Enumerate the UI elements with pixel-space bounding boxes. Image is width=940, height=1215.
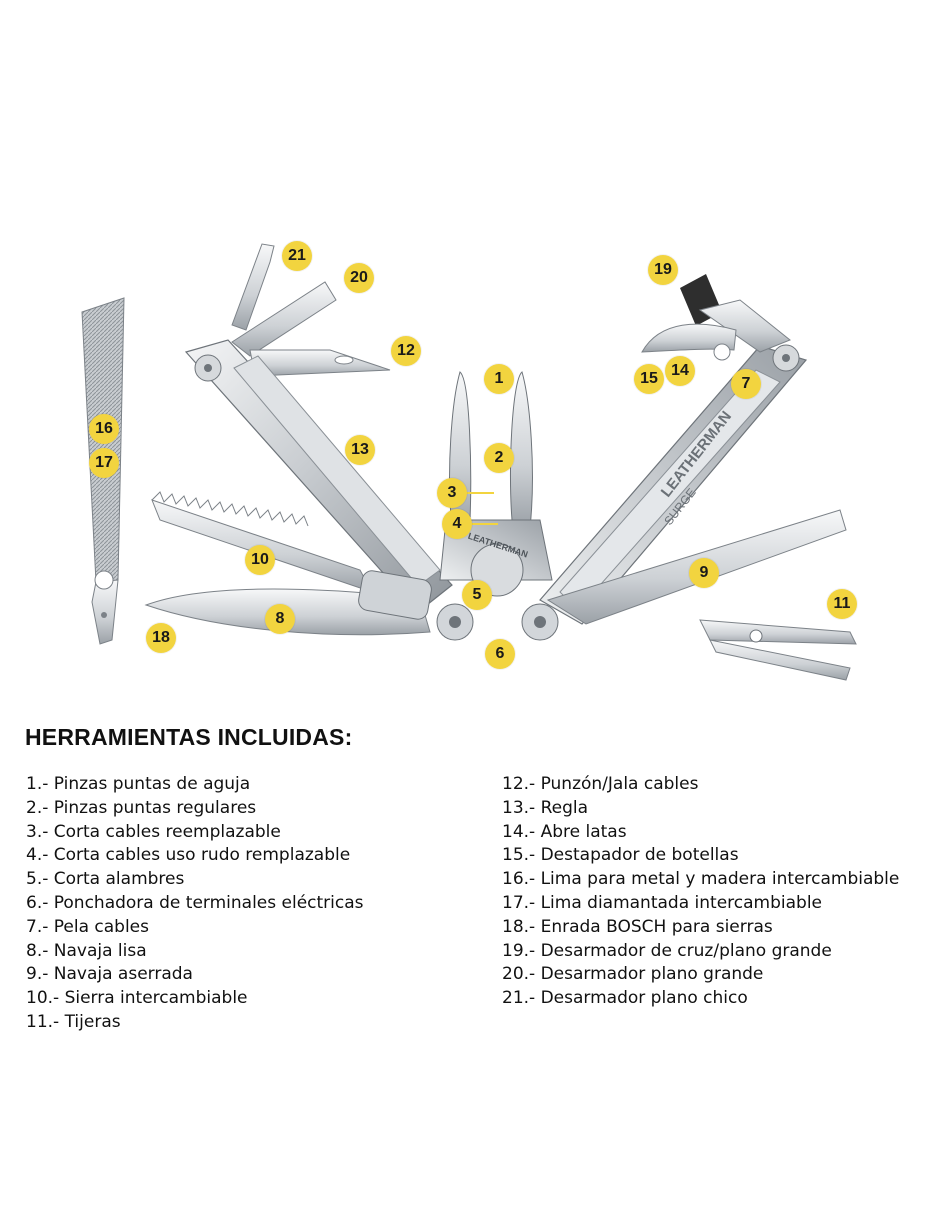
callout-18: 18: [146, 623, 176, 653]
callout-5: 5: [462, 580, 492, 610]
list-item: 21.- Desarmador plano chico: [502, 988, 748, 1009]
left-top-tools: [231, 243, 391, 377]
tool-list-left: 1.- Pinzas puntas de aguja 2.- Pinzas pu…: [26, 773, 364, 1035]
callout-11: 11: [827, 589, 857, 619]
scissors: [699, 619, 857, 681]
list-item: 17.- Lima diamantada intercambiable: [502, 892, 822, 913]
list-item: 13.- Regla: [502, 797, 589, 818]
list-item: 12.- Punzón/Jala cables: [502, 774, 699, 794]
callout-17: 17: [89, 448, 119, 478]
callout-2: 2: [484, 443, 514, 473]
list-item: 1.- Pinzas puntas de aguja: [26, 774, 251, 794]
multitool-illustration: LEATHERMAN LEATHERMAN SURGE: [81, 243, 857, 681]
section-title: HERRAMIENTAS INCLUIDAS:: [25, 724, 353, 750]
callout-14: 14: [665, 356, 695, 386]
callout-7: 7: [731, 369, 761, 399]
callout-1: 1: [484, 364, 514, 394]
callout-3: 3: [437, 478, 467, 508]
list-item: 2.- Pinzas puntas regulares: [26, 797, 257, 818]
list-item: 11.- Tijeras: [26, 1011, 121, 1032]
callout-20: 20: [344, 263, 374, 293]
callout-6: 6: [485, 639, 515, 669]
list-item: 8.- Navaja lisa: [26, 940, 147, 961]
list-item: 10.- Sierra intercambiable: [26, 988, 248, 1009]
tool-list-right: 12.- Punzón/Jala cables 13.- Regla 14.- …: [502, 773, 899, 1011]
callout-12: 12: [391, 336, 421, 366]
right-handle: LEATHERMAN SURGE: [539, 344, 808, 625]
list-item: 16.- Lima para metal y madera intercambi…: [502, 869, 900, 890]
list-item: 5.- Corta alambres: [26, 869, 185, 890]
callout-16: 16: [89, 414, 119, 444]
callout-10: 10: [245, 545, 275, 575]
left-handle: [184, 339, 453, 613]
pivot-screws: [436, 603, 559, 641]
multitool-diagram: LEATHERMAN LEATHERMAN SURGE 1 2 3 4 5 6 …: [81, 241, 857, 681]
list-item: 15.- Destapador de botellas: [502, 845, 739, 866]
list-item: 14.- Abre latas: [502, 821, 627, 842]
list-item: 18.- Enrada BOSCH para sierras: [502, 916, 773, 937]
list-item: 19.- Desarmador de cruz/plano grande: [502, 940, 832, 961]
list-item: 6.- Ponchadora de terminales eléctricas: [26, 892, 364, 913]
callout-21: 21: [282, 241, 312, 271]
callout-4: 4: [442, 509, 472, 539]
callout-9: 9: [689, 558, 719, 588]
list-item: 3.- Corta cables reemplazable: [26, 821, 281, 842]
list-item: 20.- Desarmador plano grande: [502, 964, 764, 985]
list-item: 4.- Corta cables uso rudo remplazable: [26, 845, 351, 866]
list-item: 9.- Navaja aserrada: [26, 964, 193, 985]
callout-15: 15: [634, 364, 664, 394]
callout-13: 13: [345, 435, 375, 465]
list-item: 7.- Pela cables: [26, 916, 150, 937]
callout-19: 19: [648, 255, 678, 285]
right-top-tools: [641, 274, 791, 361]
callout-8: 8: [265, 604, 295, 634]
